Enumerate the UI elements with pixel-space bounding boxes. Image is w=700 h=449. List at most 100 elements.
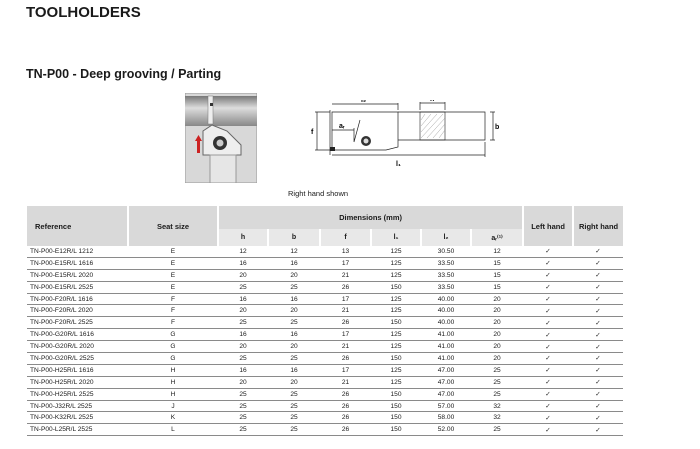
cell-left-hand: ✓	[523, 400, 574, 413]
section-title: TN-P00 - Deep grooving / Parting	[26, 67, 222, 81]
cell-left-hand: ✓	[523, 246, 574, 258]
cell-h: 25	[218, 352, 268, 365]
cell-ar: 25	[471, 364, 524, 377]
cell-right-hand: ✓	[573, 257, 624, 270]
label-l1: l₁	[396, 161, 401, 168]
cell-f: 21	[320, 376, 371, 389]
cell-l1: 125	[371, 364, 421, 377]
cell-seat-size: E	[128, 269, 218, 282]
cell-reference: TN-P00-F20R/L 2020	[27, 304, 128, 318]
cell-h: 20	[218, 340, 268, 354]
page-title: TOOLHOLDERS	[26, 4, 141, 21]
cell-b: 25	[268, 352, 320, 365]
cell-l2: 41.00	[421, 328, 471, 342]
cell-h: 16	[218, 364, 268, 377]
header-b: b	[267, 229, 320, 246]
cell-seat-size: G	[128, 328, 218, 342]
cell-reference: TN-P00-E12R/L 1212	[27, 246, 128, 258]
cell-ar: 25	[471, 423, 524, 437]
cell-seat-size: E	[128, 257, 218, 270]
cell-left-hand: ✓	[523, 423, 574, 437]
cell-h: 25	[218, 423, 268, 437]
cell-l1: 150	[371, 411, 421, 425]
cell-l1: 150	[371, 316, 421, 330]
cell-seat-size: G	[128, 352, 218, 365]
cell-right-hand: ✓	[573, 316, 624, 330]
cell-f: 26	[320, 281, 371, 294]
header-reference: Reference	[27, 206, 128, 246]
cell-left-hand: ✓	[523, 281, 574, 294]
cell-right-hand: ✓	[573, 304, 624, 318]
cell-reference: TN-P00-G20R/L 2020	[27, 340, 128, 354]
cell-right-hand: ✓	[573, 376, 624, 389]
cell-f: 17	[320, 364, 371, 377]
cell-f: 26	[320, 411, 371, 425]
cell-b: 25	[268, 316, 320, 330]
label-b: b	[495, 124, 499, 131]
cell-l2: 57.00	[421, 400, 471, 413]
cell-l2: 58.00	[421, 411, 471, 425]
cell-f: 26	[320, 352, 371, 365]
cell-l2: 33.50	[421, 257, 471, 270]
cell-seat-size: J	[128, 400, 218, 413]
header-right-hand: Right hand	[572, 206, 624, 246]
cell-h: 20	[218, 376, 268, 389]
cell-h: 25	[218, 388, 268, 401]
cell-ar: 32	[471, 411, 524, 425]
cell-ar: 20	[471, 293, 524, 306]
cell-left-hand: ✓	[523, 304, 574, 318]
cell-ar: 20	[471, 352, 524, 365]
cell-left-hand: ✓	[523, 269, 574, 282]
cell-b: 20	[268, 376, 320, 389]
cell-reference: TN-P00-H25R/L 2525	[27, 388, 128, 401]
cell-l2: 47.00	[421, 364, 471, 377]
cell-ar: 20	[471, 328, 524, 342]
cell-seat-size: K	[128, 411, 218, 425]
cell-f: 26	[320, 423, 371, 437]
cell-left-hand: ✓	[523, 340, 574, 354]
cell-ar: 20	[471, 316, 524, 330]
cell-l2: 47.00	[421, 376, 471, 389]
cell-reference: TN-P00-K32R/L 2525	[27, 411, 128, 425]
cell-b: 20	[268, 340, 320, 354]
cell-l1: 125	[371, 257, 421, 270]
cell-b: 12	[268, 246, 320, 258]
cell-right-hand: ✓	[573, 423, 624, 437]
cell-h: 16	[218, 293, 268, 306]
cell-l2: 40.00	[421, 293, 471, 306]
cell-b: 25	[268, 423, 320, 437]
cell-reference: TN-P00-L25R/L 2525	[27, 423, 128, 437]
cell-right-hand: ✓	[573, 246, 624, 258]
cell-reference: TN-P00-F20R/L 1616	[27, 293, 128, 306]
cell-b: 16	[268, 293, 320, 306]
header-h: h	[217, 229, 268, 246]
cell-reference: TN-P00-E15R/L 2525	[27, 281, 128, 294]
cell-h: 20	[218, 269, 268, 282]
cell-right-hand: ✓	[573, 340, 624, 354]
cell-b: 25	[268, 388, 320, 401]
cell-ar: 25	[471, 388, 524, 401]
cell-right-hand: ✓	[573, 364, 624, 377]
cell-f: 26	[320, 388, 371, 401]
cell-h: 25	[218, 411, 268, 425]
cell-f: 17	[320, 257, 371, 270]
cell-b: 16	[268, 364, 320, 377]
cell-ar: 12	[471, 246, 524, 258]
toolholder-photo	[185, 93, 257, 183]
cell-left-hand: ✓	[523, 328, 574, 342]
cell-right-hand: ✓	[573, 281, 624, 294]
cell-h: 20	[218, 304, 268, 318]
cell-ar: 20	[471, 340, 524, 354]
cell-l2: 52.00	[421, 423, 471, 437]
cell-left-hand: ✓	[523, 411, 574, 425]
dimension-drawing: l₂ aᵣ f h b l₁	[311, 100, 499, 168]
